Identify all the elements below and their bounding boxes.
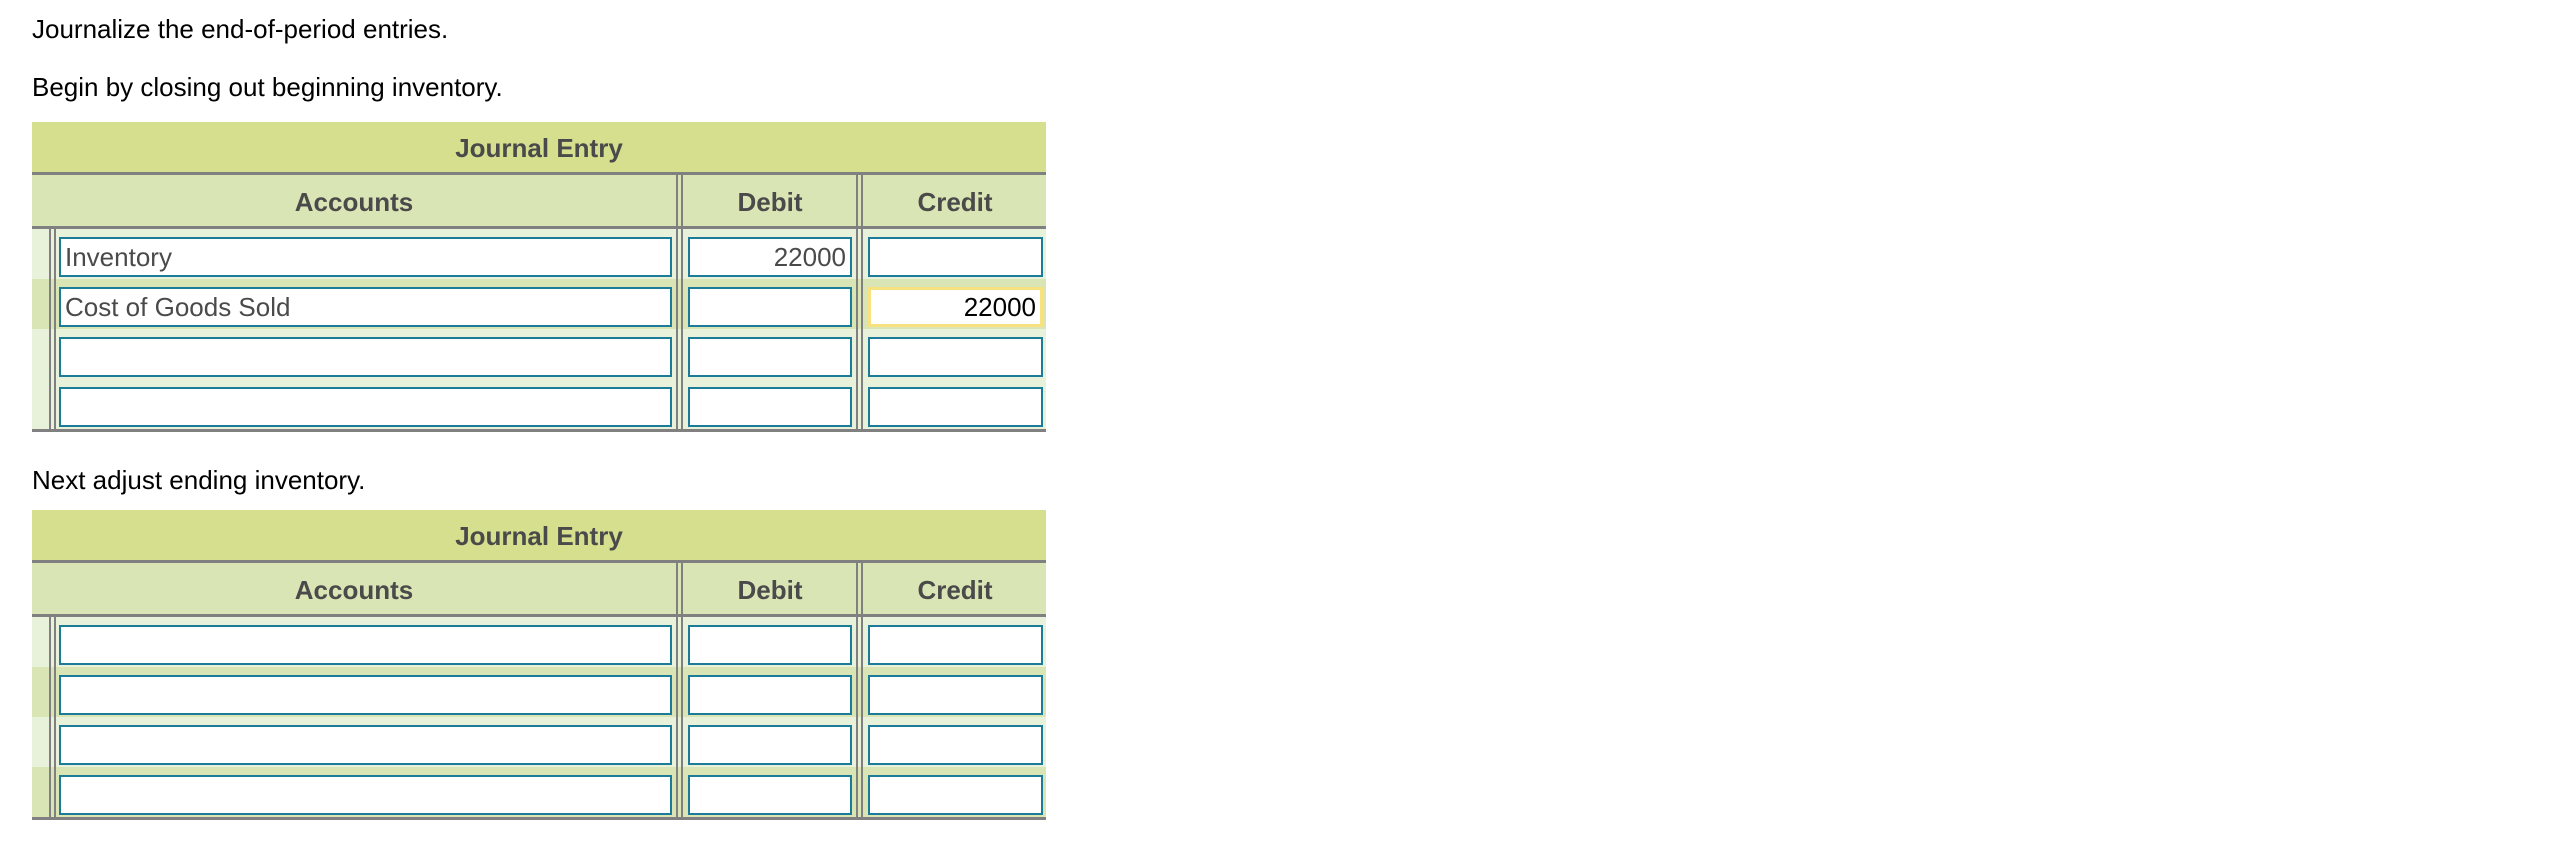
debit-input[interactable] <box>688 725 852 765</box>
column-divider <box>856 229 863 279</box>
instruction-close-beginning-inventory: Begin by closing out beginning inventory… <box>32 72 503 102</box>
instruction-journalize: Journalize the end-of-period entries. <box>32 14 449 44</box>
row-divider <box>49 279 56 329</box>
credit-column-header: Credit <box>917 575 993 605</box>
debit-column-header: Debit <box>737 575 803 605</box>
account-input[interactable]: Cost of Goods Sold <box>59 287 672 327</box>
column-divider <box>856 617 863 667</box>
journal-entry-table-1: Journal Entry Accounts Debit Credit Inve… <box>32 122 1046 432</box>
journal-row <box>32 717 1046 767</box>
column-divider <box>856 667 863 717</box>
column-divider <box>676 279 683 329</box>
journal-row: Cost of Goods Sold 22000 <box>32 279 1046 329</box>
column-divider <box>856 175 863 226</box>
journal-entry-title: Journal Entry <box>32 510 1046 563</box>
row-divider <box>49 717 56 767</box>
column-divider <box>676 329 683 379</box>
journal-row: Inventory 22000 <box>32 229 1046 279</box>
row-divider <box>49 379 56 429</box>
credit-input[interactable] <box>868 337 1043 377</box>
column-divider <box>856 717 863 767</box>
column-divider <box>676 379 683 429</box>
column-divider <box>676 667 683 717</box>
column-divider <box>676 717 683 767</box>
debit-column-header: Debit <box>737 187 803 217</box>
row-divider <box>49 617 56 667</box>
accounts-column-header: Accounts <box>294 187 414 217</box>
debit-input[interactable] <box>688 337 852 377</box>
column-divider <box>856 329 863 379</box>
journal-entry-header: Accounts Debit Credit <box>32 563 1046 617</box>
account-input[interactable] <box>59 625 672 665</box>
journal-row <box>32 767 1046 817</box>
credit-input[interactable] <box>868 675 1043 715</box>
account-input[interactable]: Inventory <box>59 237 672 277</box>
accounts-column-header: Accounts <box>294 575 414 605</box>
column-divider <box>676 563 683 614</box>
credit-input[interactable] <box>868 725 1043 765</box>
journal-entry-table-2: Journal Entry Accounts Debit Credit <box>32 510 1046 820</box>
account-input[interactable] <box>59 775 672 815</box>
credit-input[interactable] <box>868 237 1043 277</box>
credit-input[interactable] <box>868 775 1043 815</box>
column-divider <box>856 379 863 429</box>
column-divider <box>676 175 683 226</box>
debit-input[interactable]: 22000 <box>688 237 852 277</box>
instruction-adjust-ending-inventory: Next adjust ending inventory. <box>32 465 366 495</box>
journal-row <box>32 617 1046 667</box>
debit-input[interactable] <box>688 625 852 665</box>
debit-input[interactable] <box>688 287 852 327</box>
journal-row <box>32 329 1046 379</box>
account-input[interactable] <box>59 337 672 377</box>
table-bottom-rule <box>32 429 1046 432</box>
row-divider <box>49 229 56 279</box>
row-divider <box>49 767 56 817</box>
credit-column-header: Credit <box>917 187 993 217</box>
row-divider <box>49 329 56 379</box>
credit-input-focused[interactable]: 22000 <box>868 287 1043 327</box>
column-divider <box>856 767 863 817</box>
journal-row <box>32 379 1046 429</box>
debit-input[interactable] <box>688 387 852 427</box>
account-input[interactable] <box>59 387 672 427</box>
table-bottom-rule <box>32 817 1046 820</box>
journal-entry-title: Journal Entry <box>32 122 1046 175</box>
account-input[interactable] <box>59 725 672 765</box>
column-divider <box>676 229 683 279</box>
debit-input[interactable] <box>688 675 852 715</box>
journal-entry-header: Accounts Debit Credit <box>32 175 1046 229</box>
debit-input[interactable] <box>688 775 852 815</box>
row-divider <box>49 667 56 717</box>
account-input[interactable] <box>59 675 672 715</box>
column-divider <box>856 563 863 614</box>
credit-input[interactable] <box>868 387 1043 427</box>
column-divider <box>676 617 683 667</box>
column-divider <box>676 767 683 817</box>
journal-row <box>32 667 1046 717</box>
column-divider <box>856 279 863 329</box>
credit-input[interactable] <box>868 625 1043 665</box>
